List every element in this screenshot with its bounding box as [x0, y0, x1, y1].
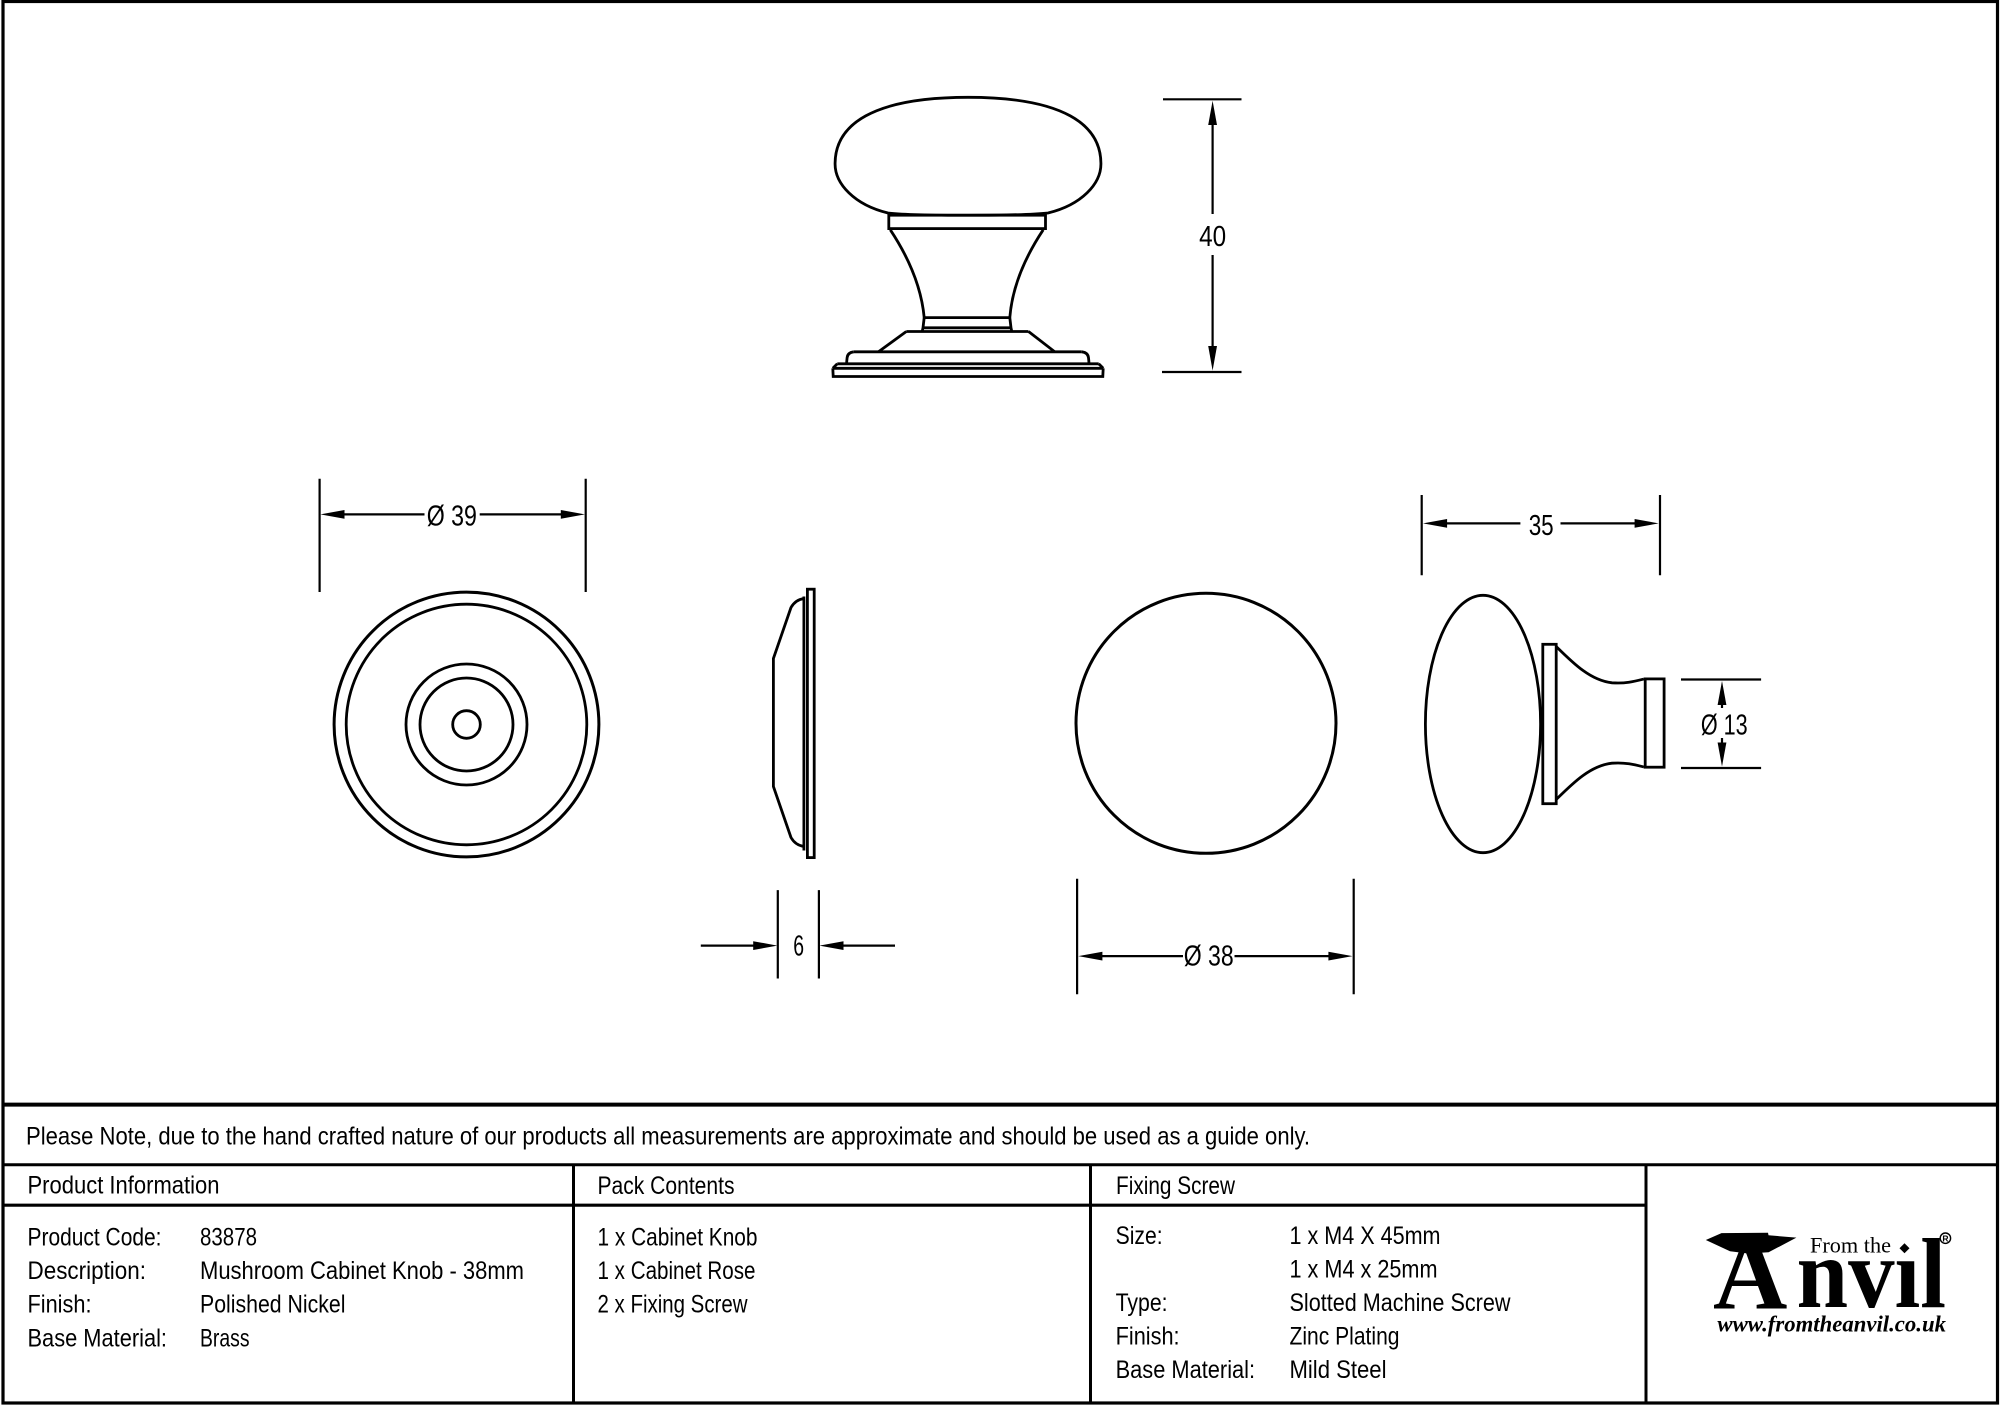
svg-text:Fixing Screw: Fixing Screw — [1116, 1172, 1236, 1200]
svg-text:nvıl: nvıl — [1797, 1218, 1947, 1329]
svg-text:Zinc Plating: Zinc Plating — [1290, 1323, 1400, 1351]
svg-text:www.fromtheanvil.co.uk: www.fromtheanvil.co.uk — [1717, 1312, 1946, 1337]
svg-text:Finish:: Finish: — [28, 1291, 92, 1319]
svg-text:Please Note, due to the hand c: Please Note, due to the hand crafted nat… — [26, 1123, 1310, 1151]
svg-text:Ø 38: Ø 38 — [1184, 941, 1234, 973]
svg-text:1 x Cabinet Rose: 1 x Cabinet Rose — [598, 1257, 756, 1285]
svg-text:1 x M4 x 25mm: 1 x M4 x 25mm — [1290, 1256, 1438, 1284]
svg-text:Mushroom Cabinet Knob - 38mm: Mushroom Cabinet Knob - 38mm — [200, 1257, 524, 1285]
svg-text:R: R — [1942, 1233, 1948, 1243]
svg-text:6: 6 — [793, 931, 804, 963]
svg-text:Slotted Machine Screw: Slotted Machine Screw — [1290, 1289, 1512, 1317]
svg-text:Ø 39: Ø 39 — [427, 500, 477, 532]
svg-text:Mild Steel: Mild Steel — [1290, 1356, 1387, 1384]
svg-text:1 x Cabinet Knob: 1 x Cabinet Knob — [598, 1224, 758, 1252]
svg-text:Finish:: Finish: — [1116, 1323, 1180, 1351]
svg-text:35: 35 — [1529, 510, 1554, 542]
svg-text:1 x M4 X 45mm: 1 x M4 X 45mm — [1290, 1222, 1441, 1250]
svg-text:Polished Nickel: Polished Nickel — [200, 1291, 346, 1319]
svg-text:Base Material:: Base Material: — [28, 1325, 168, 1353]
svg-text:Brass: Brass — [200, 1325, 250, 1353]
svg-text:Product Information: Product Information — [28, 1172, 220, 1200]
svg-text:Type:: Type: — [1116, 1289, 1168, 1317]
svg-text:Size:: Size: — [1116, 1222, 1163, 1250]
svg-text:2 x Fixing Screw: 2 x Fixing Screw — [598, 1291, 749, 1319]
svg-text:From the: From the — [1810, 1233, 1891, 1258]
svg-text:Ø 13: Ø 13 — [1701, 710, 1748, 742]
svg-text:Product Code:: Product Code: — [28, 1224, 162, 1252]
svg-text:83878: 83878 — [200, 1224, 257, 1252]
svg-text:40: 40 — [1199, 221, 1226, 253]
svg-text:Pack Contents: Pack Contents — [598, 1172, 735, 1200]
svg-text:Base Material:: Base Material: — [1116, 1356, 1256, 1384]
svg-text:Description:: Description: — [28, 1257, 147, 1285]
